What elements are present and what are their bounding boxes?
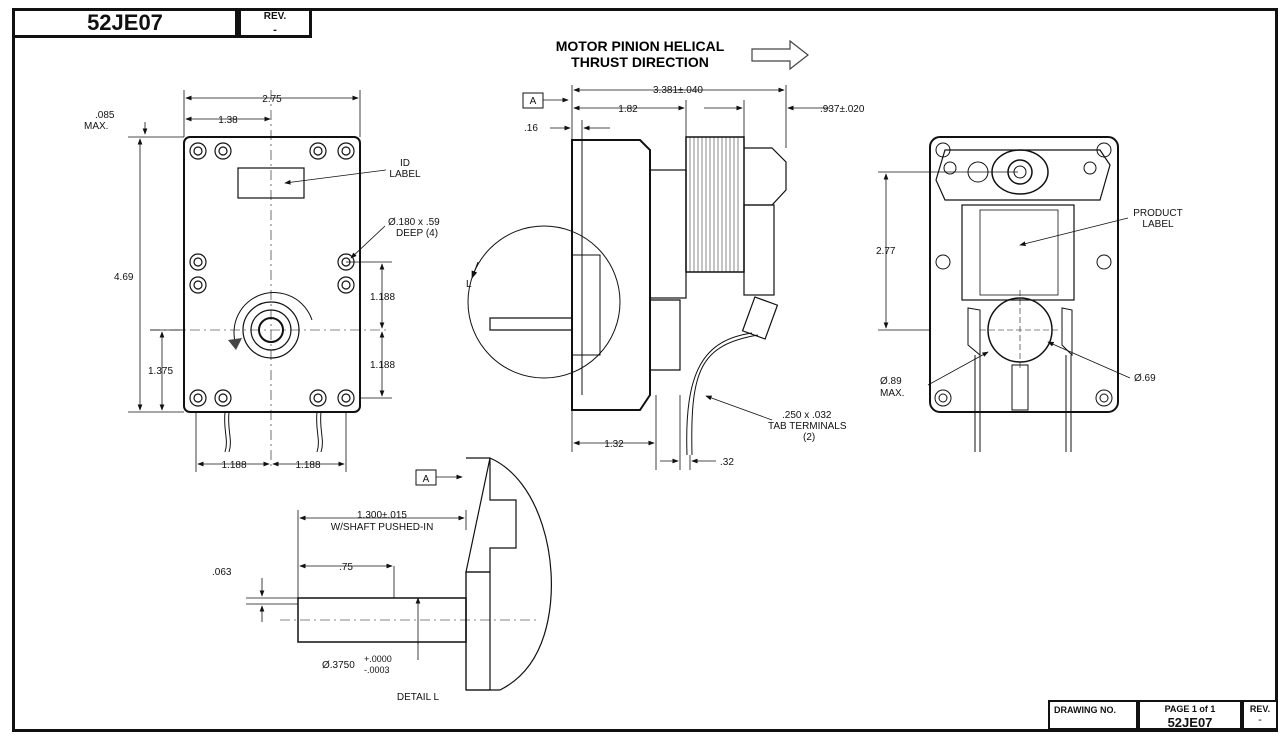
- dim-bottom-right: 1.188: [295, 460, 320, 471]
- dim-top-offset: .085: [95, 110, 115, 121]
- part-number: 52JE07: [87, 10, 163, 35]
- dia-89-note: MAX.: [880, 388, 904, 399]
- rev-label: REV.: [263, 11, 287, 22]
- dim-shaft-height: 1.375: [148, 366, 173, 377]
- dim-half: 1.38: [218, 115, 238, 126]
- drawing-no-value: 52JE07: [1167, 715, 1213, 730]
- product-label-2: LABEL: [1142, 219, 1174, 230]
- tol-plus: +.0000: [364, 654, 392, 664]
- thrust-arrow-icon: [751, 39, 809, 71]
- dim-937: .937±.020: [820, 104, 865, 115]
- dim-277: 2.77: [876, 246, 896, 257]
- rear-view-labels: 2.77 PRODUCT LABEL Ø.89 MAX. Ø.69: [876, 208, 1183, 399]
- dim-shaft-dia: Ø.3750: [322, 660, 355, 671]
- page-label: PAGE 1 of 1: [1164, 704, 1216, 714]
- detail-title: DETAIL L: [397, 692, 440, 703]
- bottom-rev-label: REV.: [1249, 704, 1271, 714]
- hole-note-2: DEEP (4): [396, 228, 438, 239]
- detail-view: [246, 457, 552, 691]
- dim-75: .75: [339, 562, 353, 573]
- dim-upper-1188: 1.188: [370, 292, 395, 303]
- front-view: [128, 90, 392, 472]
- dim-32: .32: [720, 457, 734, 468]
- heading-line-1: MOTOR PINION HELICAL: [556, 38, 725, 54]
- dim-width: 2.75: [262, 94, 282, 105]
- id-label-2: LABEL: [389, 169, 421, 180]
- side-datum-a: A: [530, 96, 537, 107]
- dim-1300: 1.300±.015: [357, 510, 407, 521]
- rev-box: REV. -: [238, 8, 312, 38]
- tab-note-1: .250 x .032: [782, 410, 832, 421]
- hole-note-1: Ø.180 x .59: [388, 217, 440, 228]
- detail-datum-a: A: [423, 474, 430, 485]
- dim-top-offset-note: MAX.: [84, 121, 108, 132]
- dim-132: 1.32: [604, 439, 624, 450]
- dim-063: .063: [212, 567, 232, 578]
- heading-line-2: THRUST DIRECTION: [571, 54, 709, 70]
- dim-1300-note: W/SHAFT PUSHED-IN: [331, 522, 434, 533]
- page-box: PAGE 1 of 1 52JE07: [1138, 700, 1242, 730]
- rear-view: [878, 136, 1131, 452]
- dim-height: 4.69: [114, 272, 134, 283]
- detail-callout: L: [466, 279, 472, 290]
- front-view-labels: 2.75 1.38 .085 MAX. 4.69 1.375 1.188 1.1…: [84, 94, 440, 471]
- dim-overall-length: 3.381±.040: [653, 85, 703, 96]
- tab-note-3: (2): [803, 432, 815, 443]
- tol-minus: -.0003: [364, 665, 390, 675]
- sheet-border: [12, 8, 1278, 732]
- dim-lower-1188: 1.188: [370, 360, 395, 371]
- product-label-1: PRODUCT: [1133, 208, 1182, 219]
- side-view-labels: A 3.381±.040 1.82 .937±.020 .16 1.32 .32…: [466, 85, 865, 468]
- dia-89: Ø.89: [880, 376, 902, 387]
- bottom-rev-value: -: [1258, 714, 1262, 726]
- side-view: [467, 85, 830, 470]
- dim-182: 1.82: [618, 104, 638, 115]
- id-label-1: ID: [400, 158, 410, 169]
- drawing-no-box: DRAWING NO.: [1048, 700, 1138, 730]
- rev-value: -: [273, 24, 277, 36]
- dia-69: Ø.69: [1134, 373, 1156, 384]
- dim-16: .16: [524, 123, 538, 134]
- drawing-no-label: DRAWING NO.: [1054, 705, 1116, 715]
- bottom-rev-box: REV. -: [1242, 700, 1278, 730]
- part-number-box: 52JE07: [12, 8, 238, 38]
- tab-note-2: TAB TERMINALS: [768, 421, 847, 432]
- dim-bottom-left: 1.188: [221, 460, 246, 471]
- detail-labels: A 1.300±.015 W/SHAFT PUSHED-IN .75 .063 …: [212, 474, 440, 703]
